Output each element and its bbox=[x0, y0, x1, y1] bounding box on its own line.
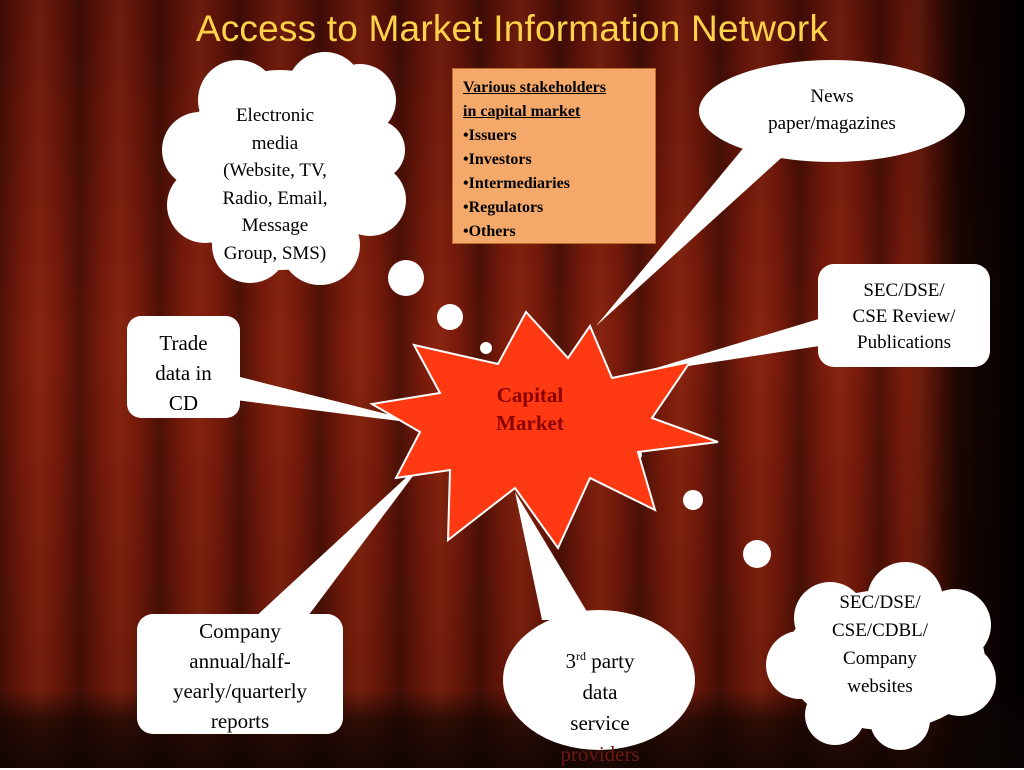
stakeholders-heading: in capital market bbox=[463, 103, 581, 120]
pointer-trade-data bbox=[232, 375, 430, 425]
stakeholder-item: Issuers bbox=[463, 124, 645, 148]
text-line: websites bbox=[847, 676, 913, 697]
stakeholders-box: Various stakeholders in capital market I… bbox=[452, 68, 656, 244]
pointer-sec-review bbox=[636, 318, 826, 374]
text-line: paper/magazines bbox=[768, 113, 896, 134]
newspaper-text: News paper/magazines bbox=[730, 83, 934, 137]
sec-review-text: SEC/DSE/ CSE Review/ Publications bbox=[818, 278, 990, 356]
text-line: SEC/DSE/ bbox=[839, 592, 921, 613]
text-line: Market bbox=[496, 411, 564, 435]
cloud-electronic-media bbox=[162, 52, 406, 285]
text-part: rd bbox=[576, 649, 587, 663]
text-line: media bbox=[251, 132, 299, 154]
bubble-trade-data bbox=[127, 316, 240, 418]
stakeholders-list: Issuers Investors Intermediaries Regulat… bbox=[463, 124, 645, 244]
text-part: party bbox=[586, 649, 635, 673]
text-line: Capital bbox=[496, 383, 564, 407]
text-line: CSE/CDBL/ bbox=[831, 620, 929, 641]
text-line: service bbox=[570, 711, 630, 735]
text-line: Electronic bbox=[235, 105, 315, 126]
bubble-third-party bbox=[503, 610, 695, 750]
thought-dot bbox=[388, 260, 424, 296]
text-line: providers bbox=[560, 742, 640, 766]
text-line: Publications bbox=[857, 332, 951, 353]
text-line: CSE Review/ bbox=[852, 306, 956, 327]
text-line: reports bbox=[210, 709, 270, 733]
text-line: yearly/quarterly bbox=[172, 679, 308, 703]
text-part: 3 bbox=[565, 649, 577, 673]
text-line: 3rd party bbox=[520, 641, 680, 677]
cloud-websites bbox=[766, 562, 996, 750]
stakeholder-item: Investors bbox=[463, 148, 645, 172]
thought-dot bbox=[480, 342, 492, 354]
text-line: Company bbox=[199, 619, 281, 643]
text-line: CD bbox=[168, 391, 199, 415]
thought-dot bbox=[437, 304, 463, 330]
websites-text: SEC/DSE/ CSE/CDBL/ Company websites bbox=[800, 589, 960, 701]
thought-dot bbox=[743, 540, 771, 568]
capital-market-starburst bbox=[369, 310, 719, 550]
trade-data-text: Trade data in CD bbox=[127, 328, 240, 418]
stakeholder-item: Regulators bbox=[463, 196, 645, 220]
text-line: Group, SMS) bbox=[223, 242, 327, 264]
text-line: News bbox=[810, 86, 854, 107]
stakeholders-heading: Various stakeholders bbox=[463, 79, 606, 96]
third-party-text: 3rd party data service providers bbox=[520, 641, 680, 770]
text-line: data bbox=[582, 680, 618, 704]
pointer-newspaper bbox=[596, 140, 790, 326]
bubble-company-reports bbox=[137, 614, 343, 734]
text-line: Message bbox=[241, 215, 309, 236]
pointer-third-party bbox=[515, 492, 592, 620]
slide-title: Access to Market Information Network bbox=[195, 8, 829, 49]
thought-dot bbox=[683, 490, 703, 510]
text-line: data in bbox=[155, 361, 212, 385]
text-line: annual/half- bbox=[189, 649, 291, 673]
bubble-sec-review bbox=[818, 264, 990, 367]
text-line: Trade bbox=[159, 331, 208, 355]
bubble-newspaper bbox=[699, 60, 965, 162]
capital-market-label: Capital Market bbox=[470, 381, 590, 437]
stakeholder-item: Others bbox=[463, 220, 645, 244]
text-line: SEC/DSE/ bbox=[863, 280, 945, 301]
text-line: Company bbox=[843, 648, 917, 669]
pointer-company-reports bbox=[252, 460, 425, 620]
text-line: (Website, TV, bbox=[223, 160, 327, 181]
stakeholder-item: Intermediaries bbox=[463, 172, 645, 196]
text-line: Radio, Email, bbox=[222, 187, 328, 209]
company-reports-text: Company annual/half- yearly/quarterly re… bbox=[137, 616, 343, 736]
electronic-media-text: Electronic media (Website, TV, Radio, Em… bbox=[195, 102, 355, 267]
